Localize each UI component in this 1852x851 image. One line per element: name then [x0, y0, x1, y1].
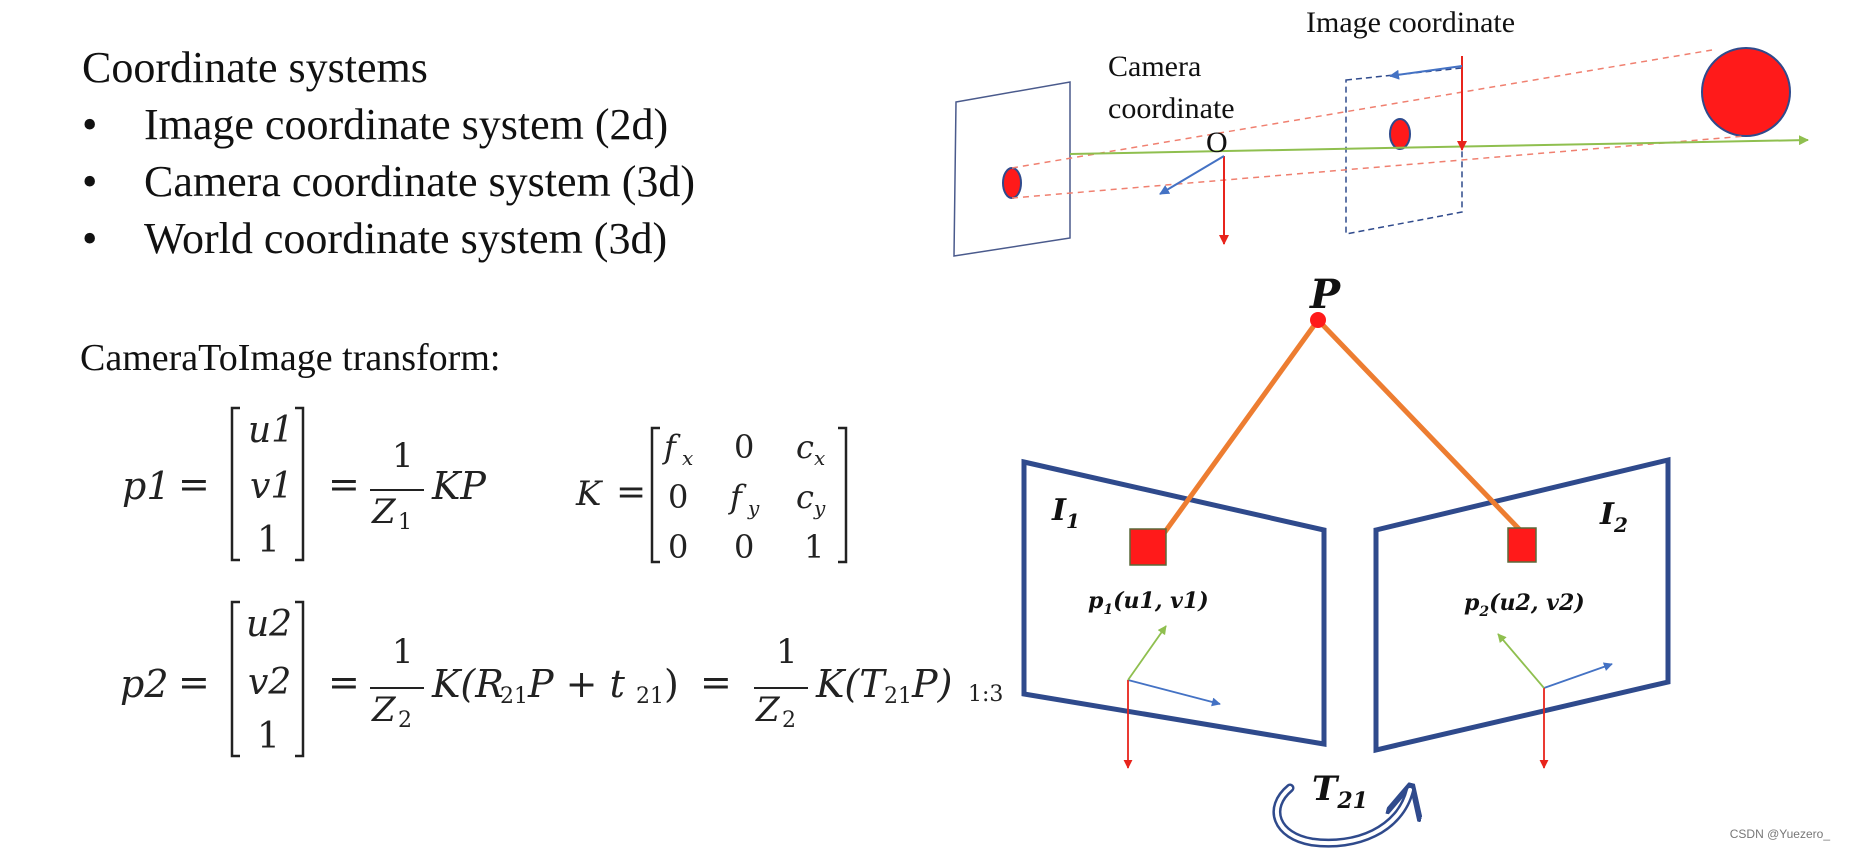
cam2-z-axis: [1497, 633, 1545, 689]
camera-coordinate-label: coordinate: [1108, 92, 1235, 125]
projected-point: [1389, 118, 1411, 150]
projected-point-p2: [1507, 527, 1537, 563]
image2-label: I2: [1599, 497, 1628, 537]
transform-subheading: CameraToImage transform:: [80, 337, 501, 379]
list-item: •Camera coordinate system (3d): [82, 157, 696, 206]
p1-vector-brackets: [230, 406, 305, 562]
optical-axis: [1069, 135, 1809, 155]
list-item: •Image coordinate system (2d): [82, 100, 669, 149]
camera-x-axis: [1159, 155, 1225, 195]
origin-label: O: [1206, 126, 1228, 159]
cam2-x-axis: [1543, 662, 1613, 689]
image-x-axis: [1389, 65, 1463, 80]
dashed-ray-top: [1011, 49, 1713, 169]
image-coordinate-label: Image coordinate: [1306, 6, 1515, 39]
cam1-z-axis: [1127, 625, 1167, 681]
transform-arrow-inner: [1275, 786, 1412, 846]
back-image-plane: [953, 81, 1071, 257]
list-item: •World coordinate system (3d): [82, 214, 668, 263]
projected-point-p1: [1129, 528, 1167, 566]
dashed-ray-bottom: [1011, 135, 1747, 199]
k-matrix-brackets: [650, 426, 848, 564]
image-plane-1: [1021, 458, 1327, 747]
ray-to-p1: [1159, 318, 1321, 538]
section-heading: Coordinate systems: [82, 43, 428, 92]
image-plane-2: [1373, 456, 1671, 754]
watermark: CSDN @Yuezero_: [1729, 827, 1830, 841]
coordinate-system-list: •Image coordinate system (2d) •Camera co…: [82, 96, 695, 267]
p2-vector-brackets: [230, 600, 305, 758]
virtual-image-plane: [1345, 67, 1463, 235]
point-p-label: P: [1309, 271, 1342, 318]
fraction-bars: [370, 489, 808, 689]
p1-coordinate-label: p1(u1, v1): [1088, 588, 1209, 618]
camera-coordinate-label: Camera: [1108, 50, 1201, 83]
transform-t21-label: T21: [1312, 769, 1368, 814]
image1-label: I1: [1051, 493, 1080, 533]
ray-to-p2: [1316, 318, 1522, 532]
p2-coordinate-label: p2(u2, v2): [1464, 590, 1585, 620]
world-point-sphere: [1701, 47, 1791, 137]
cam1-x-axis: [1127, 679, 1221, 707]
inverted-projected-point: [1002, 167, 1022, 199]
world-point-p: [1310, 312, 1326, 328]
